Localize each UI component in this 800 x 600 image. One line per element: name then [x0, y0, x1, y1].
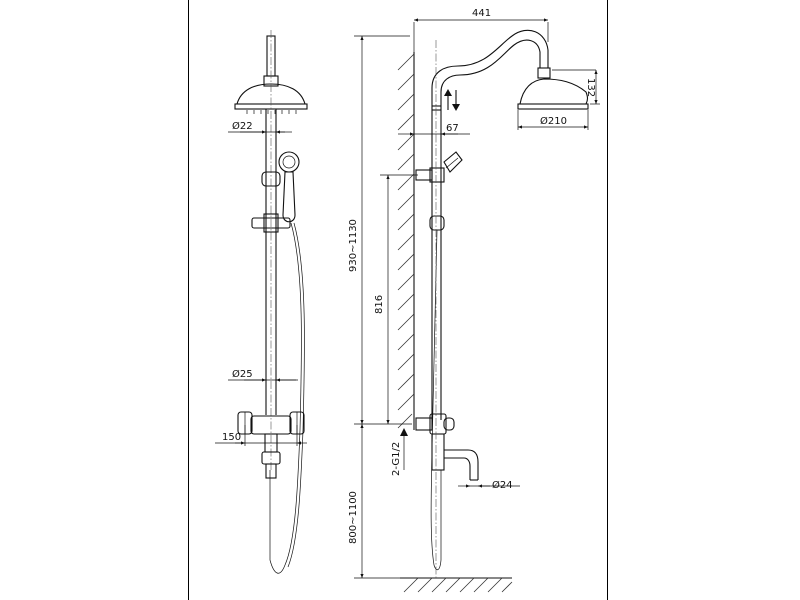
side-diverter-body	[431, 433, 445, 471]
side-gooseneck-outer	[431, 29, 549, 420]
dim-holder-height-816: 816	[374, 295, 385, 314]
dim-height-930-1130: 930~1130	[348, 219, 359, 272]
front-hand-shower-handle	[282, 171, 296, 223]
dim-head-height-132: 132	[585, 78, 596, 97]
front-spout-tip	[265, 463, 277, 479]
side-hand-shower-head	[443, 151, 463, 173]
side-dimensions: 441 132 Ø210 67 930~1130	[348, 8, 600, 579]
side-tub-spout	[444, 449, 479, 480]
dim-projection-441: 441	[472, 8, 491, 19]
side-hose	[430, 229, 442, 571]
front-view: Ø22 Ø25 150	[215, 30, 308, 574]
side-view	[397, 29, 589, 593]
side-wall-hatching	[397, 53, 415, 429]
side-gooseneck-inner	[440, 39, 541, 420]
dim-wall-offset-67: 67	[446, 123, 459, 134]
dim-spout-diameter-24: Ø24	[492, 479, 513, 491]
side-holder-clamp	[429, 167, 445, 183]
side-rain-head-rim	[517, 103, 589, 110]
side-floor-hatching	[403, 577, 513, 593]
dim-head-diameter-210: Ø210	[540, 115, 567, 127]
front-hose	[269, 222, 302, 574]
side-mixer-valve	[415, 413, 479, 481]
sheet-frame	[188, 0, 608, 600]
dim-pipe-diameter-22: Ø22	[232, 120, 253, 132]
side-rain-head	[519, 78, 589, 105]
side-mixer-handle	[443, 417, 455, 431]
dim-thread-g12: 2-G1/2	[391, 442, 402, 476]
side-wall-flange	[415, 417, 433, 431]
front-rain-head-nozzles	[246, 110, 297, 114]
front-hand-shower-head	[278, 151, 300, 173]
dim-inlet-spacing-150: 150	[222, 432, 241, 443]
front-slide-bracket-clip	[263, 213, 279, 233]
front-slide-bracket	[251, 217, 291, 229]
arrows-up-down-icon	[444, 89, 460, 111]
front-top-pipe	[266, 35, 276, 77]
dim-pipe-diameter-25: Ø25	[232, 368, 253, 380]
side-head-connector	[537, 67, 551, 79]
front-hand-shower-holder	[261, 171, 281, 187]
dim-mixer-height-800-1100: 800~1100	[348, 491, 359, 544]
